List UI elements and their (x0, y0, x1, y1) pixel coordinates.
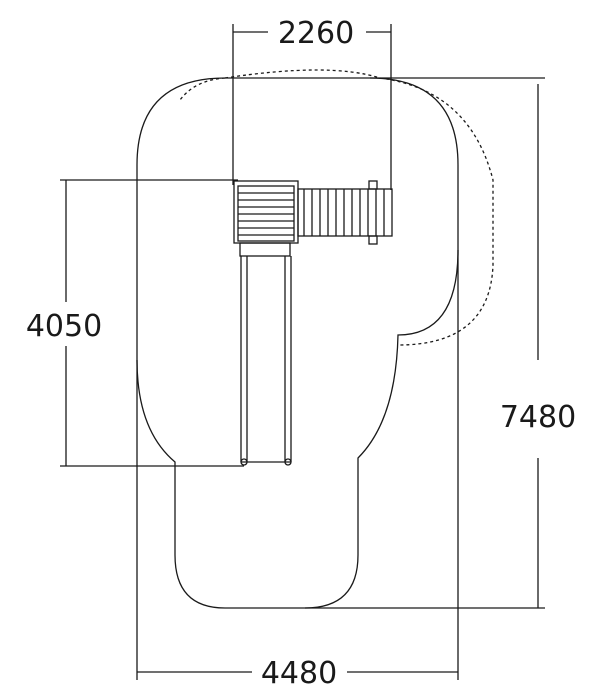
safety-zone-outline (136, 77, 459, 609)
dimension-bottom-width: 4480 (261, 656, 337, 691)
dimension-left-height: 4050 (26, 309, 102, 344)
alternate-zone-dashed (179, 69, 494, 346)
bridge (297, 180, 393, 245)
tower-deck (233, 180, 299, 257)
dimension-lines (60, 24, 545, 680)
dimension-top-width: 2260 (278, 16, 354, 51)
slide (240, 256, 292, 466)
dimension-right-height: 7480 (500, 400, 576, 435)
